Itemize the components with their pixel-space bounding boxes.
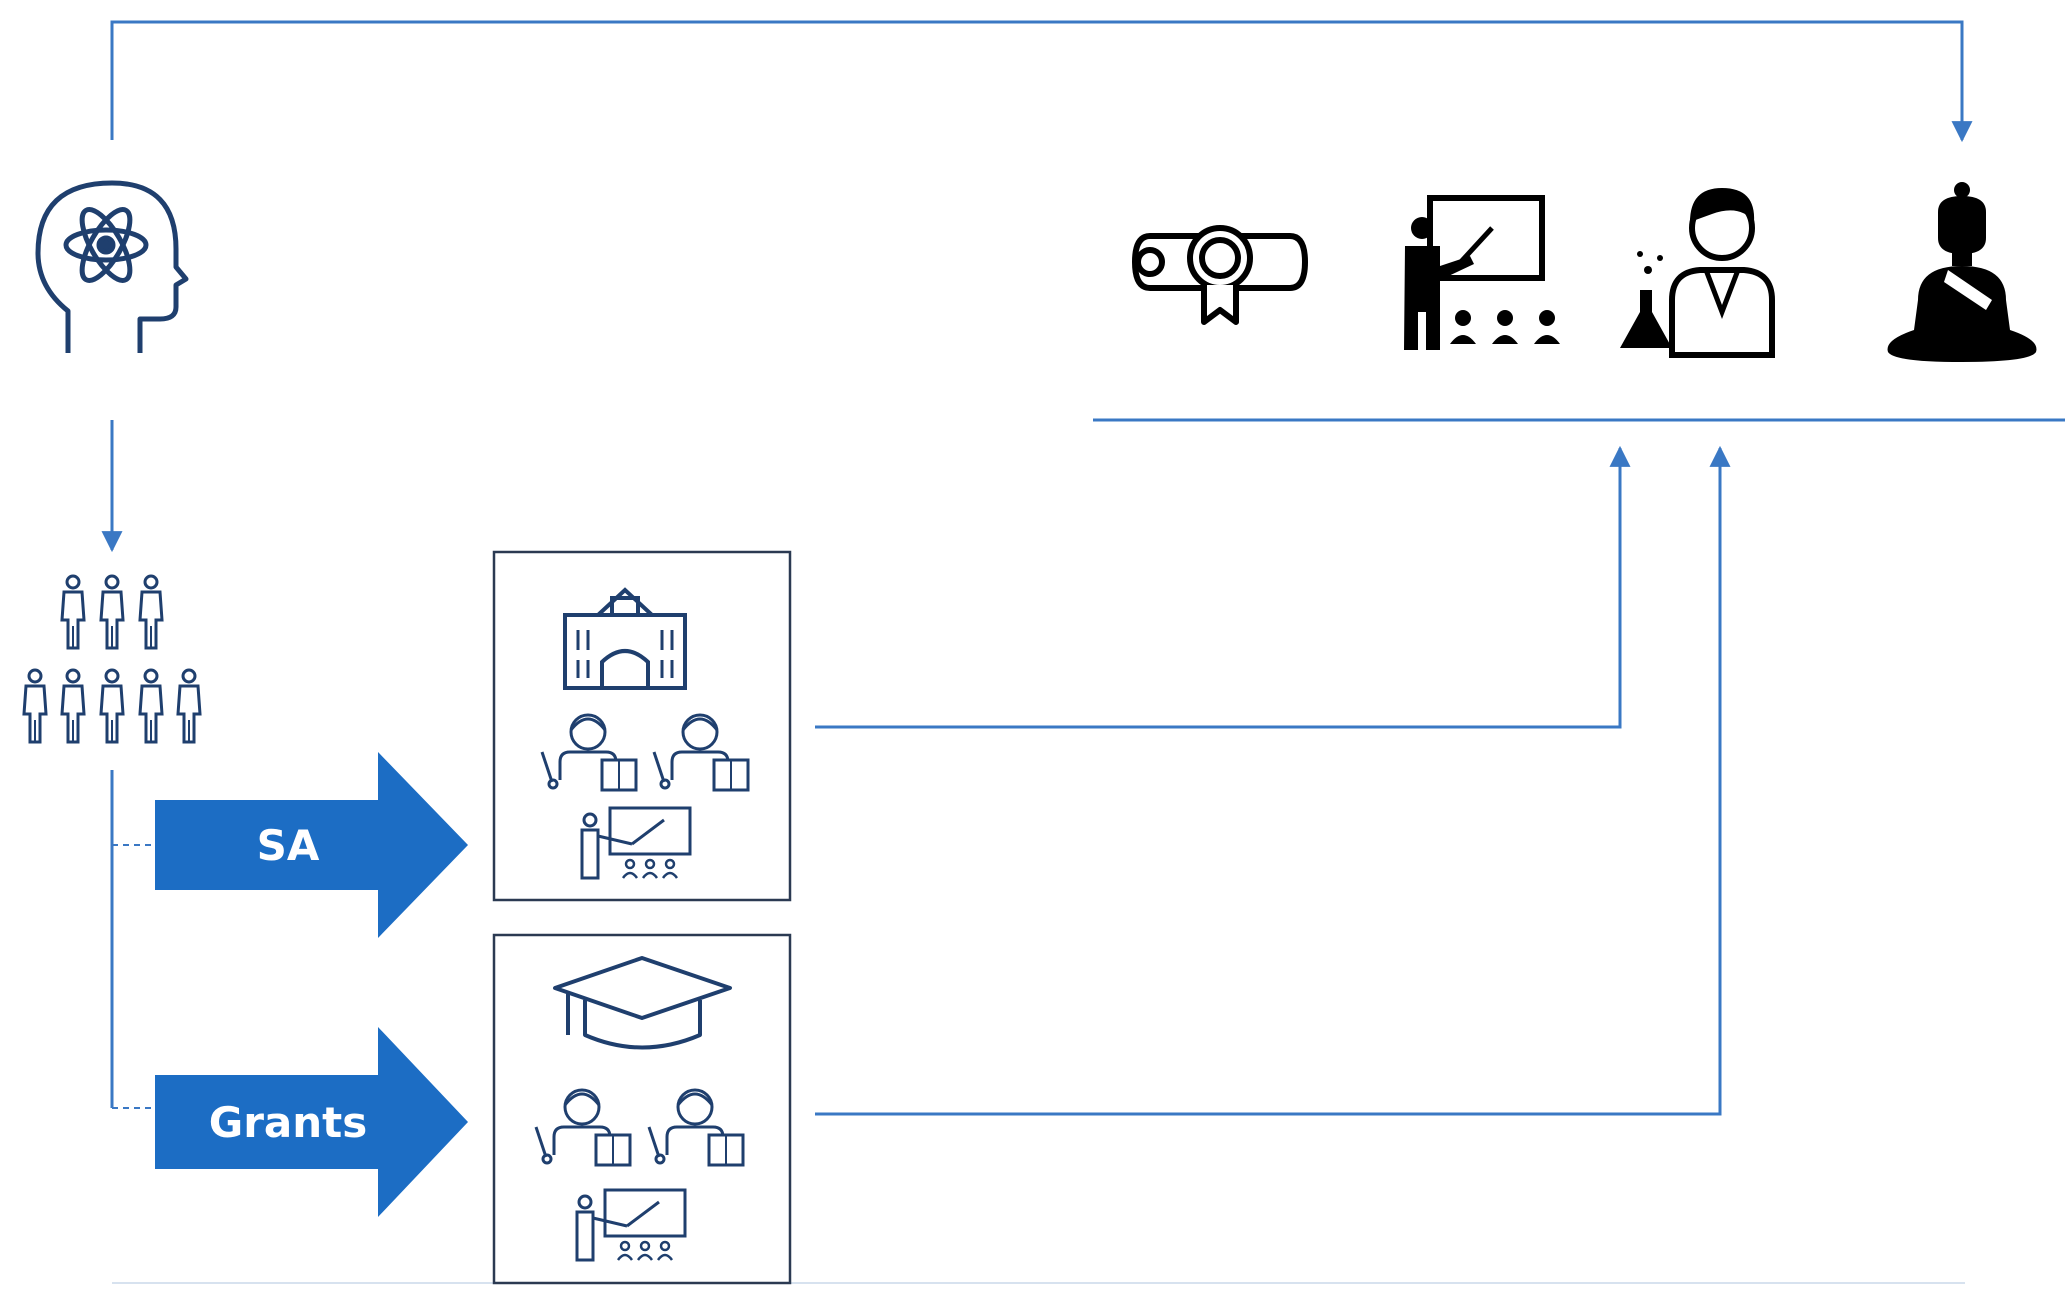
group-of-people-icon bbox=[22, 574, 202, 744]
sa-label: SA bbox=[257, 821, 320, 870]
sa-box bbox=[492, 550, 792, 902]
top-connector bbox=[110, 20, 1973, 143]
graduation-cap-icon bbox=[553, 956, 732, 1050]
sa-arrow: SA bbox=[155, 752, 468, 938]
grants-arrow: Grants bbox=[155, 1027, 468, 1217]
head-with-atom-icon bbox=[35, 180, 189, 353]
grants-label: Grants bbox=[209, 1098, 368, 1147]
grants-box bbox=[492, 933, 792, 1285]
sa-to-outcomes-connector bbox=[815, 445, 1631, 729]
teacher-presentation-icon bbox=[1404, 195, 1560, 350]
diploma-icon bbox=[1132, 225, 1308, 325]
scientist-icon bbox=[1620, 188, 1775, 358]
connectors bbox=[101, 20, 2065, 1284]
school-building-icon bbox=[563, 587, 687, 690]
buddha-icon bbox=[1887, 182, 2037, 362]
grants-to-outcomes-connector bbox=[815, 445, 1731, 1116]
dashed-branches bbox=[112, 844, 155, 1109]
